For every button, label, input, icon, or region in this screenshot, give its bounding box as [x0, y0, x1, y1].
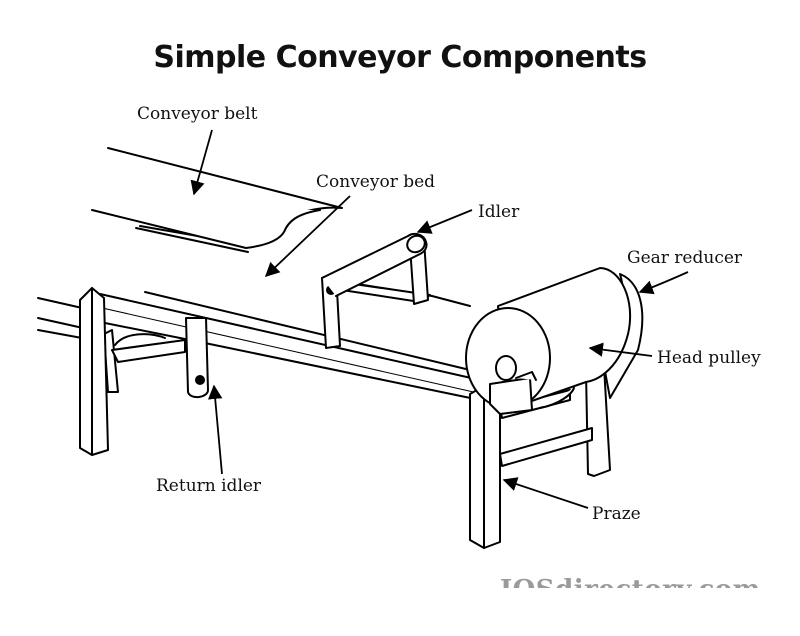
left-frame-brace	[111, 339, 186, 363]
label-praze: Praze	[592, 504, 641, 524]
arrow-idler	[416, 209, 473, 234]
arrow-gear-reducer	[638, 271, 689, 295]
label-head-pulley: Head pulley	[657, 348, 761, 368]
label-idler: Idler	[478, 202, 520, 222]
diagram-title: Simple Conveyor Components	[153, 40, 647, 75]
label-conveyor-bed: Conveyor bed	[316, 172, 436, 192]
arrow-head-pulley	[588, 342, 653, 357]
idler-roller	[321, 233, 428, 297]
left-return-roller	[114, 333, 166, 346]
left-leg-front	[79, 287, 109, 456]
return-idler-bracket	[185, 317, 209, 398]
arrow-praze	[502, 477, 589, 509]
pulley-bearing	[489, 377, 533, 415]
label-conveyor-belt: Conveyor belt	[137, 104, 258, 124]
left-leg-back	[103, 329, 119, 393]
arrow-return-idler	[208, 384, 223, 475]
watermark-logo: IQSdirectory.com	[500, 574, 761, 588]
arrow-conveyor-bed	[264, 195, 351, 277]
label-gear-reducer: Gear reducer	[627, 248, 743, 268]
arrow-conveyor-belt	[190, 129, 213, 196]
conveyor-belt-edge	[91, 209, 321, 249]
label-return-idler: Return idler	[156, 476, 262, 496]
right-brace	[499, 427, 593, 467]
